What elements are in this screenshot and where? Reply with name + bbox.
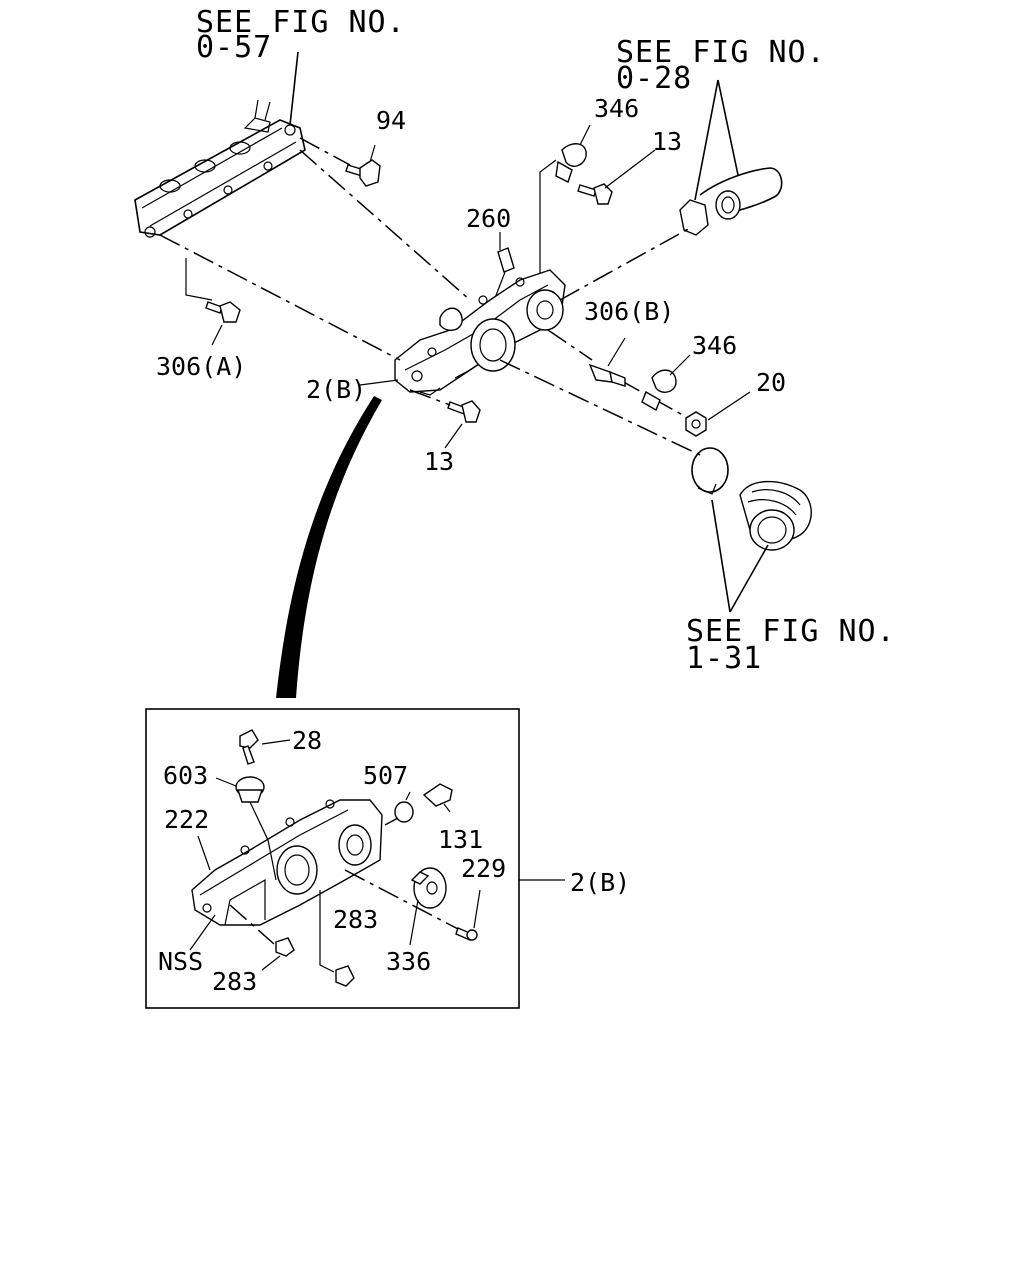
clip-346-mid (641, 354, 691, 412)
detail-leader-nss (189, 914, 216, 951)
ref-fig-0-57-line1: SEE FIG NO. (196, 5, 406, 40)
label-2b-main: 2(B) (306, 375, 366, 404)
dashline-13-bottom (409, 389, 451, 406)
intake-hose (739, 480, 812, 551)
detail-throttle-body (191, 799, 383, 926)
dowel-260 (494, 232, 515, 299)
bolt-13-bottom (444, 400, 481, 449)
label-260: 260 (466, 204, 511, 233)
ref-fig-1-31-line1: SEE FIG NO. (686, 614, 896, 649)
centerline-gasket-left (159, 234, 401, 361)
ref-fig-0-28-line2: 0-28 (616, 61, 692, 96)
centerline-gasket-top (299, 149, 471, 301)
label-28: 28 (292, 726, 322, 755)
manifold-gasket (134, 99, 306, 238)
ref-fig-0-57-line2: 0-57 (196, 30, 272, 65)
clip-346-top (555, 124, 591, 183)
label-306a: 306(A) (156, 352, 246, 381)
pipe-fig-0-28 (679, 167, 783, 236)
throttle-body (394, 269, 566, 396)
dashline-94 (299, 137, 351, 166)
label-13-top: 13 (652, 127, 682, 156)
detail-screw-283-mid (319, 890, 355, 987)
leader-346-top (539, 159, 557, 290)
detail-screw-283-low (229, 904, 295, 971)
bolt-306a (205, 301, 241, 346)
label-346-top: 346 (594, 94, 639, 123)
detail-wedge (276, 396, 382, 698)
detail-box (145, 708, 520, 1009)
detail-cap-507 (384, 791, 414, 826)
detail-screw-229 (455, 889, 481, 941)
label-346-mid: 346 (692, 331, 737, 360)
label-94: 94 (376, 106, 406, 135)
label-603: 603 (163, 761, 208, 790)
detail-fitting-131 (422, 783, 453, 813)
label-13-bottom: 13 (424, 447, 454, 476)
detail-screw-28 (239, 729, 291, 765)
stud-306b (588, 337, 626, 387)
label-2b-detail: 2(B) (570, 868, 630, 897)
label-283-mid: 283 (333, 905, 378, 934)
label-229: 229 (461, 854, 506, 883)
bolt-94 (345, 144, 381, 187)
leader-fig-0-57 (289, 51, 299, 126)
label-131: 131 (438, 825, 483, 854)
leader-2b-main (359, 379, 399, 386)
leader-306a (185, 258, 213, 301)
detail-leader-222 (197, 835, 211, 871)
label-283-low: 283 (212, 967, 257, 996)
leader-fig-1-31 (711, 499, 769, 613)
bolt-13-top (577, 149, 656, 205)
centerline-306b (547, 329, 593, 361)
label-507: 507 (363, 761, 408, 790)
label-20: 20 (756, 368, 786, 397)
o-ring (691, 447, 729, 495)
ref-fig-0-28-line1: SEE FIG NO. (616, 35, 826, 70)
detail-actuator-336 (409, 867, 447, 946)
label-nss: NSS (158, 947, 203, 976)
detail-sensor-603 (215, 776, 277, 881)
ref-fig-1-31-line2: 1-31 (686, 641, 762, 676)
nut-20 (685, 391, 751, 437)
leader-fig-0-28 (694, 79, 739, 201)
detail-centerline-336 (344, 869, 461, 931)
centerline-pipe (559, 227, 691, 301)
label-336: 336 (386, 947, 431, 976)
label-222: 222 (164, 805, 209, 834)
label-306b: 306(B) (584, 297, 674, 326)
